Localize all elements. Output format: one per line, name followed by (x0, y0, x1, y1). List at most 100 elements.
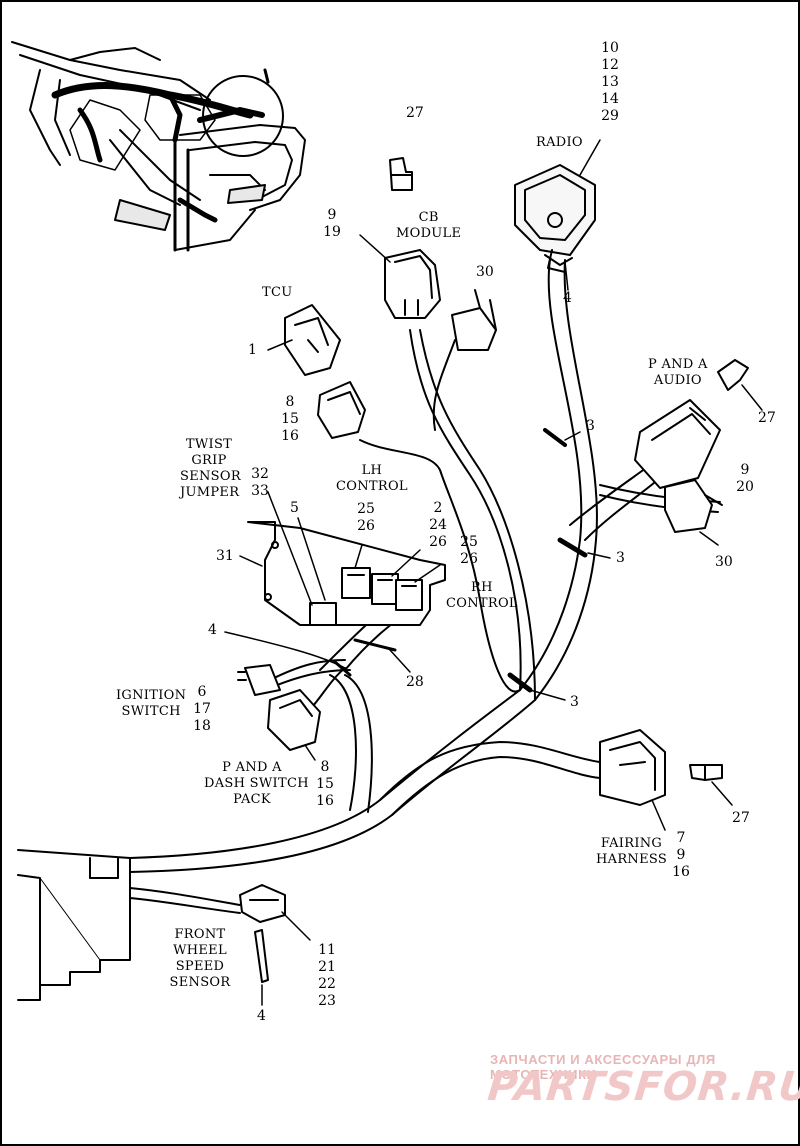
strap-upper-part: 3 (586, 418, 595, 434)
tie-leader (389, 649, 411, 673)
radio-clip-leader (564, 261, 569, 291)
pin-top-part: 27 (406, 105, 424, 121)
ignition-label: IGNITION SWITCH (116, 688, 187, 719)
audio-part-20: 20 (736, 479, 754, 495)
pin-right-leader (711, 781, 733, 806)
fairing-part-7: 7 (676, 830, 686, 846)
strap-upper-leader (564, 431, 581, 441)
radio-label: RADIO (536, 135, 583, 150)
bracket-leader (239, 555, 263, 567)
wheel-part-23: 23 (318, 993, 336, 1009)
lh-part-15: 15 (281, 411, 299, 427)
lh-part-8: 8 (285, 394, 295, 410)
dash-part-16: 16 (316, 793, 334, 809)
boot-right-icon (664, 479, 723, 533)
clip-left-part: 4 (208, 622, 217, 638)
dash-part-15: 15 (316, 776, 334, 792)
clip-bottom-icon (254, 929, 269, 983)
bracket-part: 31 (216, 548, 234, 564)
terminal-pin-top-icon (389, 157, 413, 191)
fairing-label: FAIRING HARNESS (596, 836, 668, 867)
rh-control-label: RH CONTROL (446, 580, 518, 611)
dash-switch-connector-icon (267, 689, 321, 751)
cb-module-label: CB MODULE (396, 210, 462, 241)
strap-lower-part: 3 (570, 694, 579, 710)
radio-part-numbers: 10 12 13 14 29 (596, 40, 624, 125)
wheel-sensor-connector-icon (239, 884, 286, 923)
audio-pin-leader (741, 384, 763, 411)
cb-module-part-numbers: 9 19 (318, 207, 346, 241)
jumper-connector-icon (309, 602, 337, 626)
radio-clip-part: 4 (563, 290, 572, 306)
conn-c-part-26: 26 (460, 551, 478, 567)
conn-a-leader (354, 544, 363, 569)
ignition-connector-icon (237, 664, 281, 696)
ignition-part-18: 18 (193, 718, 211, 734)
pa-audio-label: P AND A AUDIO (648, 357, 708, 388)
twist-part-32: 32 (251, 466, 269, 482)
jumper-part: 5 (290, 500, 299, 516)
tie-part: 28 (406, 674, 424, 690)
dash-switch-part-numbers: 8 15 16 (311, 759, 339, 810)
dash-leader (304, 744, 316, 761)
boot-top-part: 30 (476, 264, 494, 280)
twist-grip-part-numbers: 32 33 (246, 466, 274, 500)
fairing-leader (651, 799, 666, 831)
conn-a-part-26: 26 (357, 518, 375, 534)
wheel-sensor-part-numbers: 11 21 22 23 (313, 942, 341, 1010)
lh-plug-connector-icon (317, 381, 366, 439)
frame-harness-highlight (51, 68, 284, 223)
strap-lower-icon (507, 672, 533, 693)
radio-connector-icon (514, 164, 596, 273)
conn-b-part-numbers: 2 24 26 (424, 500, 452, 551)
conn-c-part-25: 25 (460, 534, 478, 550)
control-connector-b-icon (371, 573, 399, 605)
ignition-part-numbers: 6 17 18 (188, 684, 216, 735)
strap-mid-part: 3 (616, 550, 625, 566)
ignition-part-6: 6 (197, 684, 207, 700)
radio-part-13: 13 (601, 74, 619, 90)
clip-left-icon (333, 660, 352, 677)
tcu-label: TCU (262, 285, 293, 300)
lh-control-label: LH CONTROL (336, 463, 408, 494)
fairing-part-numbers: 7 9 16 (667, 830, 695, 881)
ignition-part-17: 17 (193, 701, 211, 717)
fairing-harness-connector-icon (599, 729, 666, 806)
cb-leader (359, 234, 391, 263)
tcu-connector-icon (284, 304, 341, 376)
twist-grip-label: TWIST GRIP SENSOR JUMPER (180, 437, 241, 500)
boot-right-leader (699, 531, 719, 546)
wheel-sensor-leader (281, 911, 311, 941)
tcu-leader (267, 339, 293, 351)
conn-b-part-24: 24 (429, 517, 447, 533)
strap-mid-leader (587, 552, 611, 559)
lh-part-16: 16 (281, 428, 299, 444)
strap-lower-leader (529, 689, 566, 701)
cb-module-connector-icon (384, 249, 441, 319)
radio-leader (579, 139, 601, 176)
conn-a-part-numbers: 25 26 (352, 501, 380, 535)
control-connector-a-icon (341, 567, 371, 599)
dash-switch-label: P AND A DASH SWITCH PACK (204, 760, 309, 807)
conn-b-part-2: 2 (433, 500, 443, 516)
terminal-pin-right-icon (689, 764, 723, 781)
conn-b-part-26: 26 (429, 534, 447, 550)
strap-mid-icon (557, 537, 588, 558)
control-connector-c-icon (395, 579, 423, 611)
radio-part-29: 29 (601, 108, 619, 124)
fairing-part-16: 16 (672, 864, 690, 880)
radio-part-14: 14 (601, 91, 619, 107)
cable-tie-icon (353, 638, 397, 652)
lh-plug-part-numbers: 8 15 16 (276, 394, 304, 445)
fairing-part-9: 9 (676, 847, 686, 863)
wheel-part-21: 21 (318, 959, 336, 975)
twist-grip-leader (267, 491, 313, 606)
strap-upper-icon (543, 428, 567, 447)
jumper-leader (297, 517, 326, 601)
audio-part-9: 9 (740, 462, 750, 478)
boot-right-part: 30 (715, 554, 733, 570)
cb-part-19: 19 (323, 224, 341, 240)
twist-part-33: 33 (251, 483, 269, 499)
dash-part-8: 8 (320, 759, 330, 775)
